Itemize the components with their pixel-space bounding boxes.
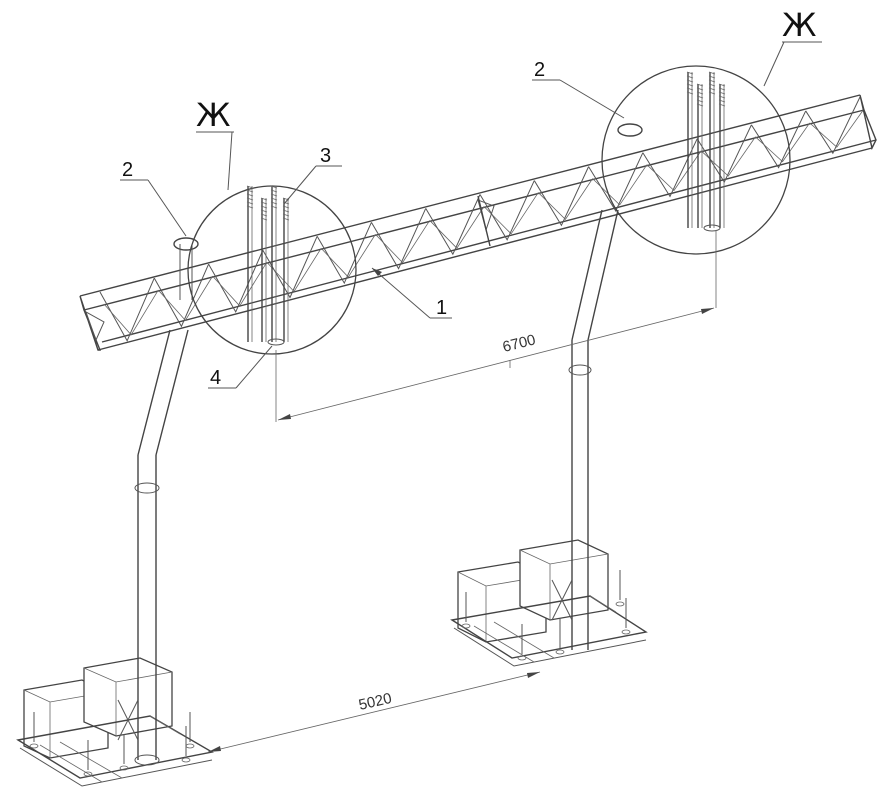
part-label-4: 4	[210, 367, 221, 389]
right-ballast-block-2	[519, 539, 609, 621]
truss-diagonal-back	[266, 248, 322, 293]
truss-diagonal-back	[212, 262, 268, 307]
base-pin-foot	[461, 623, 471, 629]
truss-diagonal	[153, 263, 210, 328]
left-support	[16, 237, 214, 787]
truss-diagonal-back	[700, 136, 756, 177]
truss-diagonal	[751, 110, 807, 169]
leader-1-arrow	[372, 268, 382, 276]
truss-diagonal	[533, 166, 590, 227]
dimension-label-5020: 5020	[357, 690, 393, 714]
truss-diagonal-back	[103, 289, 159, 336]
left-column-lower	[137, 455, 157, 760]
truss-diagonal	[642, 138, 698, 198]
truss-left-end-brace	[85, 310, 105, 342]
left-base-brace	[117, 699, 139, 741]
truss-top-chord-front	[79, 94, 861, 297]
left-top-ring	[173, 237, 199, 251]
left-base-pins	[29, 712, 195, 777]
truss-diagonal	[370, 208, 427, 270]
truss-diagonal-back	[592, 164, 648, 206]
left-base-frame	[16, 715, 214, 779]
right-column-lower	[571, 340, 589, 650]
base-pin-foot	[621, 629, 631, 635]
left-column-upper	[137, 329, 189, 456]
truss-diagonal	[316, 222, 372, 285]
truss-diagonal-back	[809, 108, 865, 148]
right-base-frame	[450, 595, 648, 659]
base-pin-foot	[517, 655, 527, 661]
truss-diagonal-back	[375, 220, 431, 264]
truss-diagonal-back	[429, 206, 485, 249]
truss-diagonal	[99, 277, 155, 342]
truss-diagonal-back	[538, 178, 593, 220]
truss-diagonal	[425, 194, 481, 256]
right-base-brace	[551, 579, 573, 621]
leader-lines	[120, 41, 822, 389]
part-label-1: 1	[436, 297, 447, 319]
base-pin-foot	[119, 765, 129, 771]
right-base-pins	[461, 570, 631, 661]
part-label-3: 3	[320, 145, 331, 167]
dimension-6700	[275, 230, 717, 422]
truss-diagonal	[805, 96, 861, 155]
right-support	[450, 123, 648, 667]
truss-diagonal-back	[157, 275, 213, 322]
base-pin-foot	[615, 601, 625, 607]
right-top-ring	[617, 123, 643, 137]
truss-bottom-chord-front	[97, 147, 873, 351]
callout-zh-left: Ж	[196, 96, 230, 134]
base-pin-foot	[83, 771, 93, 777]
base-pin-foot	[29, 743, 39, 749]
truss-right-end	[859, 94, 877, 151]
part-label-2-right: 2	[534, 59, 545, 81]
truss-splice-plate	[477, 195, 491, 247]
right-column-clamp	[568, 364, 592, 376]
truss-diagonal	[588, 152, 644, 212]
truss-diagonal-back	[483, 192, 539, 235]
right-column-upper	[571, 209, 619, 341]
truss-diagonal	[479, 180, 535, 241]
base-pin-foot	[185, 743, 195, 749]
truss-diagonal-back	[755, 122, 811, 163]
rods-right	[686, 71, 726, 228]
truss-diagonal-back	[646, 150, 702, 192]
part-label-2-left: 2	[122, 159, 133, 181]
truss-diagonal-back	[320, 234, 376, 278]
base-pin-foot	[555, 649, 565, 655]
detail-circle-left	[187, 185, 357, 355]
detail-circle-right	[601, 65, 791, 255]
truss-top-chord-back	[83, 109, 865, 311]
dimension-label-6700: 6700	[501, 331, 537, 356]
callout-zh-right: Ж	[782, 6, 816, 44]
base-pin-foot	[181, 757, 191, 763]
truss-diagonal	[208, 250, 264, 314]
left-column-clamp	[134, 482, 160, 494]
left-ballast-block-2	[83, 657, 173, 737]
truss-left-end	[79, 295, 102, 351]
dimension-5020	[207, 671, 541, 753]
